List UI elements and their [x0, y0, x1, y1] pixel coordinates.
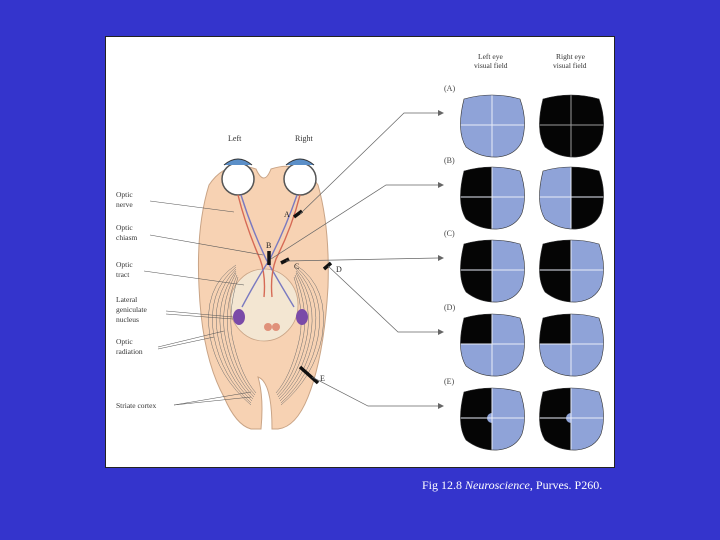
figure-panel: A B C D E Left Right Optic nerve Optic c… [105, 36, 615, 468]
svg-text:Striate cortex: Striate cortex [116, 401, 156, 410]
caption-prefix: Fig 12.8 [422, 478, 466, 492]
svg-text:E: E [320, 374, 325, 383]
panel-letter: (D) [444, 303, 455, 312]
colliculus [272, 323, 280, 331]
right-eye-field [539, 94, 604, 158]
label-leaders [143, 200, 264, 406]
svg-text:nerve: nerve [116, 200, 133, 209]
svg-text:C: C [294, 262, 299, 271]
left-eye-field [460, 166, 525, 230]
left-eye-field [460, 387, 525, 451]
right-eye-field [539, 239, 604, 303]
left-field-heading-2: visual field [474, 61, 508, 70]
svg-text:D: D [336, 265, 342, 274]
label-right: Right [295, 134, 314, 143]
right-field-heading-1: Right eye [556, 52, 586, 61]
panel-letter: (B) [444, 156, 455, 165]
caption-suffix: , Purves. P260. [529, 478, 603, 492]
left-eye [221, 158, 255, 196]
panel-letter: (C) [444, 229, 455, 238]
lesion-labels: A B C D E [266, 210, 342, 383]
side-labels: Optic nerve Optic chiasm Optic tract Lat… [116, 190, 156, 410]
panel-letter: (A) [444, 84, 455, 93]
optic-radiation-left [208, 264, 257, 406]
left-eye-field [460, 313, 525, 377]
right-eye-field [539, 166, 604, 230]
svg-text:Optic: Optic [116, 337, 133, 346]
svg-text:nucleus: nucleus [116, 315, 139, 324]
left-eye-field [460, 94, 525, 158]
panel-arrows [270, 112, 439, 407]
right-eye-field [539, 313, 604, 377]
colliculus [264, 323, 272, 331]
lgn-right [296, 309, 308, 325]
svg-text:geniculate: geniculate [116, 305, 147, 314]
caption-book: Neuroscience [465, 478, 530, 492]
svg-text:chiasm: chiasm [116, 233, 137, 242]
svg-text:Optic: Optic [116, 260, 133, 269]
svg-text:Optic: Optic [116, 223, 133, 232]
visual-field-panels: (A) (B) (C) (D) (E) [444, 84, 604, 451]
left-eye-field [460, 239, 525, 303]
svg-text:tract: tract [116, 270, 130, 279]
right-eye-field [539, 387, 604, 451]
lgn-left [233, 309, 245, 325]
figure-caption: Fig 12.8 Neuroscience, Purves. P260. [422, 478, 602, 493]
svg-text:radiation: radiation [116, 347, 143, 356]
right-eye [283, 158, 317, 196]
lesion-bars [267, 209, 333, 385]
svg-text:Optic: Optic [116, 190, 133, 199]
left-field-heading-1: Left eye [478, 52, 503, 61]
right-field-heading-2: visual field [553, 61, 587, 70]
optic-radiation-right [275, 264, 324, 406]
svg-text:Lateral: Lateral [116, 295, 137, 304]
svg-text:B: B [266, 241, 271, 250]
label-left: Left [228, 134, 242, 143]
visual-pathway-diagram: A B C D E Left Right Optic nerve Optic c… [116, 52, 604, 451]
panel-letter: (E) [444, 377, 455, 386]
svg-text:A: A [284, 210, 290, 219]
arrow-heads [438, 110, 444, 409]
